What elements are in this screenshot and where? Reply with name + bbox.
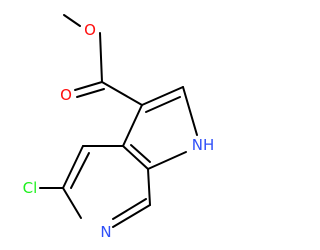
bond-carbonyl-c3 xyxy=(101,81,143,106)
atom-labels: O O NH Cl N xyxy=(23,21,215,241)
bond-c5-n6 xyxy=(62,187,82,219)
structure-diagram: O O NH Cl N xyxy=(23,14,215,241)
pyrrole-nitrogen-label: NH xyxy=(192,136,215,154)
bond-n6-c7 xyxy=(112,204,151,228)
pyridine-nitrogen-label: N xyxy=(100,223,111,241)
bond-c7-c7a xyxy=(147,168,151,206)
bond-c3-c3a xyxy=(122,104,143,147)
carbonyl-oxygen-label: O xyxy=(60,86,72,104)
bond-c3a-c7a-inner xyxy=(130,144,151,163)
bond-ester-oxygen-carbonyl-carbon xyxy=(99,32,103,83)
bond-methyl-ester-oxygen xyxy=(63,14,81,27)
chlorine-label: Cl xyxy=(23,179,38,197)
bond-carbonyl-double-a xyxy=(74,81,103,91)
bond-c3-c2 xyxy=(141,86,184,106)
bond-carbonyl-double-b xyxy=(76,88,105,98)
bond-c4-c5-inner xyxy=(70,152,90,189)
bonds xyxy=(39,14,198,228)
molecule-canvas: O O NH Cl N xyxy=(23,14,215,241)
bond-n1-c7a xyxy=(147,151,187,170)
bond-c4-c5 xyxy=(62,145,84,189)
bond-c3-c2-inner xyxy=(145,96,181,113)
bond-c2-n1 xyxy=(182,86,198,136)
bond-n6-c7-inner xyxy=(112,198,147,220)
ester-oxygen-label: O xyxy=(84,21,96,39)
bond-c3a-c7a xyxy=(122,145,149,170)
